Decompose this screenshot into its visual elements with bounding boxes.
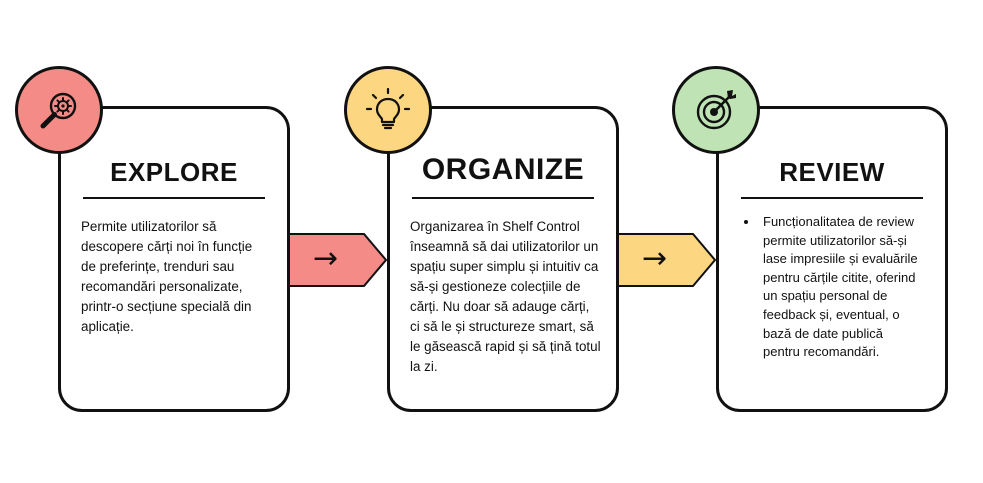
title-divider — [741, 197, 923, 199]
step-text-review-wrap: Funcționalitatea de review permite utili… — [741, 213, 923, 362]
step-title-organize: ORGANIZE — [421, 153, 585, 186]
arrow-connector-1 — [288, 233, 388, 287]
arrow-connector-shape — [617, 233, 717, 287]
step-text-review: Funcționalitatea de review permite utili… — [759, 213, 923, 362]
arrow-right-icon: → — [642, 241, 668, 276]
step-text-explore: Permite utilizatorilor să descopere cărț… — [81, 219, 253, 334]
step-card-explore: EXPLORE Permite utilizatorilor să descop… — [58, 106, 290, 412]
step-title-review: REVIEW — [779, 157, 885, 187]
step-title-explore: EXPLORE — [110, 157, 238, 187]
title-divider — [412, 197, 594, 199]
arrow-connector-shape — [288, 233, 388, 287]
step-card-organize: ORGANIZE Organizarea în Shelf Control în… — [387, 106, 619, 412]
step-icon-circle-organize — [344, 66, 432, 154]
title-divider — [83, 197, 265, 199]
step-card-review: REVIEW Funcționalitatea de review permit… — [716, 106, 948, 412]
arrow-connector-2 — [617, 233, 717, 287]
step-text-organize: Organizarea în Shelf Control înseamnă să… — [410, 219, 601, 374]
magnifier-gear-icon — [40, 92, 77, 129]
lightbulb-icon — [365, 87, 411, 130]
target-icon — [696, 90, 736, 130]
arrow-right-icon: → — [313, 241, 339, 276]
step-icon-circle-review — [672, 66, 760, 154]
step-icon-circle-explore — [15, 66, 103, 154]
